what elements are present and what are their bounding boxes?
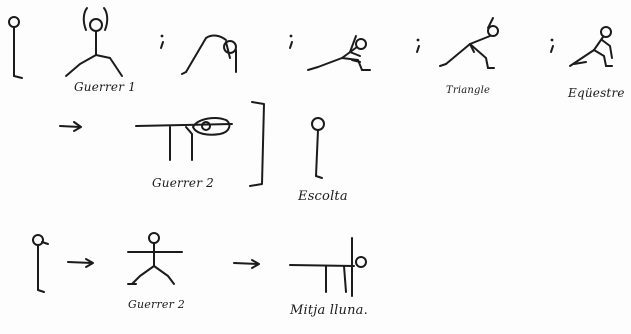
- listen-label: Escolta: [298, 190, 348, 204]
- arrow-right-icon: [68, 259, 93, 267]
- half-moon-label: Mitja lluna.: [290, 304, 368, 318]
- bracket-icon: [250, 102, 264, 186]
- warrior-1-figure-icon: [66, 8, 122, 76]
- half-moon-figure-icon: [290, 238, 366, 296]
- standing-figure-icon: [33, 235, 48, 292]
- equestrian-figure-icon: [570, 27, 612, 66]
- arrow-right-icon: [60, 122, 81, 131]
- separator-icon: [161, 35, 164, 48]
- separator-icon: [417, 39, 420, 52]
- warrior-2-label: Guerrer 2: [128, 298, 185, 312]
- equestrian-label: Eqüestre: [568, 86, 625, 100]
- warrior-2-figure-icon: [128, 233, 182, 284]
- warrior-2-figure-icon: [136, 118, 232, 160]
- forward-bend-figure-icon: [182, 36, 236, 74]
- triangle-label: Triangle: [446, 84, 490, 98]
- separator-icon: [290, 35, 293, 48]
- low-lunge-figure-icon: [308, 36, 370, 70]
- warrior-2-label: Guerrer 2: [152, 176, 214, 190]
- triangle-figure-icon: [440, 18, 498, 68]
- standing-figure-icon: [9, 17, 22, 78]
- arrow-right-icon: [234, 260, 259, 268]
- listen-figure-icon: [312, 118, 324, 178]
- separator-icon: [551, 39, 554, 52]
- warrior-1-label: Guerrer 1: [74, 80, 136, 94]
